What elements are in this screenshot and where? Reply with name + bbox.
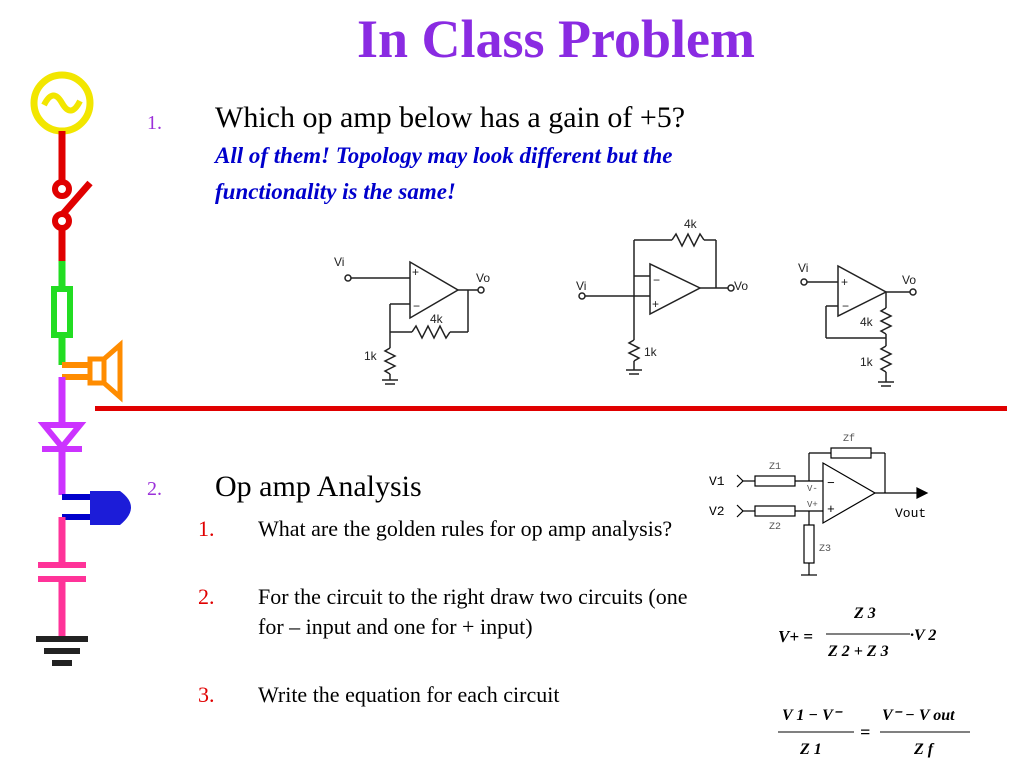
svg-text:−: − [413, 299, 420, 313]
circuit-b-rf: 4k [684, 217, 698, 231]
page-title: In Class Problem [356, 9, 756, 69]
item3-text: Write the equation for each circuit [258, 682, 560, 707]
circuit-a-rf: 4k [430, 312, 444, 326]
svg-text:−: − [653, 273, 660, 287]
switch-icon [52, 179, 93, 231]
problem2-number: 2. [147, 478, 162, 500]
item1-text: What are the golden rules for op amp ana… [258, 516, 673, 541]
diagram-zf: Zf [843, 433, 855, 445]
eq2-num1: V 1 − V⁻ [782, 707, 843, 724]
item2-text: For the circuit to the right draw two ci… [258, 584, 688, 639]
eq1-tail: ·V 2 [910, 627, 936, 644]
svg-text:−: − [842, 299, 849, 313]
diagram-z3: Z3 [819, 544, 831, 555]
problem1-number: 1. [147, 112, 162, 134]
section-divider [95, 406, 1007, 411]
circuit-b-rg: 1k [644, 345, 658, 359]
eq2-den2: Z f [913, 741, 935, 758]
problem1-question: Which op amp below has a gain of +5? [215, 101, 686, 134]
eq1-num: Z 3 [853, 605, 876, 622]
fuse-icon [51, 286, 73, 338]
problem1-block: Which op amp below has a gain of +5? All… [215, 100, 695, 208]
diagram-vout: Vout [895, 506, 926, 521]
op-amp-diagram: − + V1 V2 Vout Z1 Z2 Z3 Zf V- V+ [709, 433, 929, 576]
circuit-c-rf: 4k [860, 315, 874, 329]
svg-text:+: + [652, 297, 659, 311]
eq2-eq: = [860, 722, 870, 742]
eq2-num2: V⁻ − V out [882, 707, 955, 724]
svg-text:−: − [827, 476, 835, 491]
diagram-z2: Z2 [769, 522, 781, 533]
item1-number: 1. [198, 516, 215, 541]
diagram-v1: V1 [709, 474, 725, 489]
circuit-b-vout: Vo [734, 279, 748, 293]
svg-text:+: + [841, 275, 848, 289]
lamp-icon [62, 491, 131, 525]
ground-icon [36, 636, 88, 666]
equations: V+ = Z 3 Z 2 + Z 3 ·V 2 V 1 − V⁻ Z 1 = V… [778, 605, 970, 758]
circuit-c-vout: Vo [902, 273, 916, 287]
diagram-v2: V2 [709, 504, 725, 519]
circuit-a-rg: 1k [364, 349, 378, 363]
problem2-title: Op amp Analysis [215, 470, 422, 503]
circuit-c-vin: Vi [798, 261, 808, 275]
ac-source-icon [30, 71, 94, 135]
capacitor-icon [38, 562, 86, 582]
diagram-z1: Z1 [769, 462, 781, 473]
diode-icon [37, 422, 87, 452]
circuit-c [800, 264, 917, 387]
eq1-lhs: V+ = [778, 627, 813, 646]
svg-text:+: + [412, 265, 419, 279]
eq2-den1: Z 1 [799, 741, 822, 758]
item3-number: 3. [198, 682, 215, 707]
circuit-a-vout: Vo [476, 271, 490, 285]
item2-number: 2. [198, 584, 215, 609]
problem1-answer: All of them! Topology may look different… [215, 143, 673, 204]
gain-circuits: + − − + + − Vi Vo 4k 1k Vi Vo 4k 1k Vi V… [334, 217, 917, 387]
circuit-a [344, 260, 485, 385]
equation-1: V+ = Z 3 Z 2 + Z 3 ·V 2 [778, 605, 936, 660]
circuit-b [578, 232, 735, 375]
circuit-a-vin: Vi [334, 255, 344, 269]
speaker-icon [62, 339, 123, 403]
equation-2: V 1 − V⁻ Z 1 = V⁻ − V out Z f [778, 707, 970, 758]
circuit-b-vin: Vi [576, 279, 586, 293]
svg-text:+: + [827, 502, 835, 517]
diagram-vminus: V- [807, 484, 818, 494]
circuit-c-rg: 1k [860, 355, 874, 369]
diagram-vplus: V+ [807, 500, 818, 510]
sidebar-circuit-strip [30, 71, 131, 666]
eq1-den: Z 2 + Z 3 [827, 643, 889, 660]
